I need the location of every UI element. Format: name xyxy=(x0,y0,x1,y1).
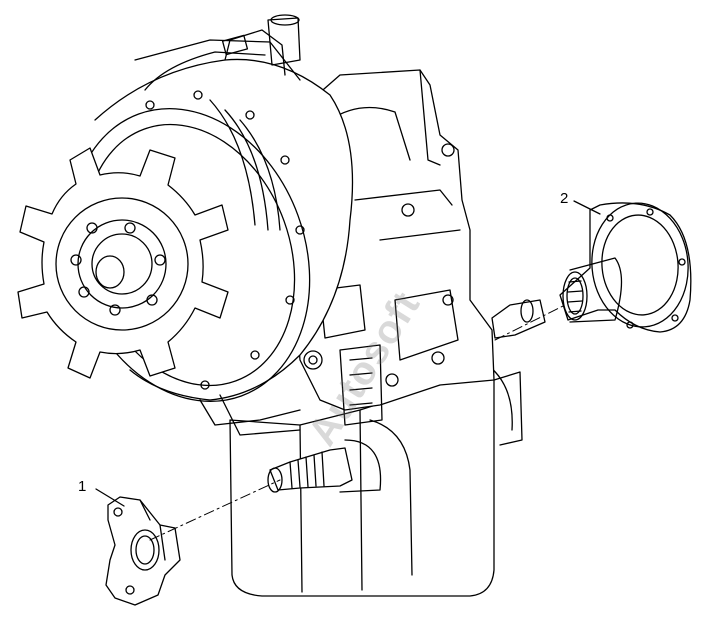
front-output-shaft xyxy=(268,440,381,492)
callout-1-leader xyxy=(96,489,124,506)
output-flange xyxy=(560,199,693,332)
callout-2-label: 2 xyxy=(560,190,569,207)
drive-plate xyxy=(18,148,228,378)
yoke-flange xyxy=(106,497,180,605)
rear-output-shaft xyxy=(492,300,545,338)
callout-2-leader xyxy=(574,201,600,214)
transmission-housing xyxy=(230,70,522,596)
assembly-axis-lines xyxy=(150,305,565,540)
callout-1-label: 1 xyxy=(78,478,87,495)
